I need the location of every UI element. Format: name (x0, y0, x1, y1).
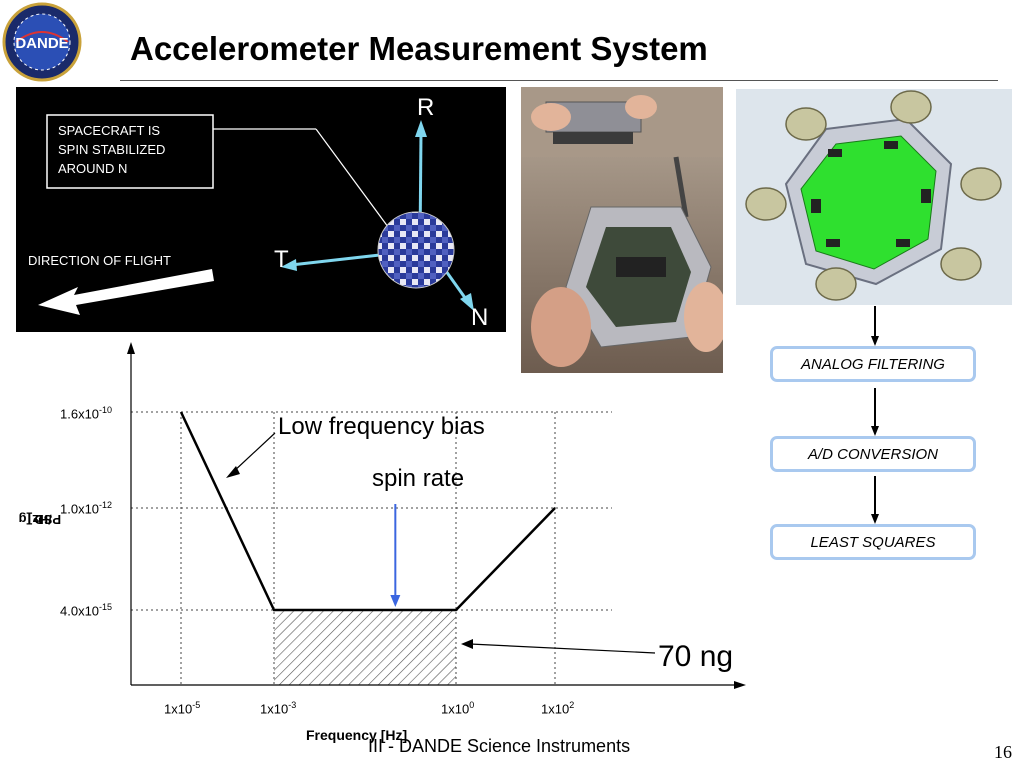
x-tick-label: 1x10-5 (164, 700, 201, 717)
hardware-photo (521, 87, 723, 373)
flight-arrow-icon (38, 269, 214, 315)
low-freq-pointer (231, 432, 276, 474)
noise-level-annotation: 70 ng (658, 640, 734, 673)
spin-rate-arrow-head (390, 595, 401, 607)
slide-title: Accelerometer Measurement System (130, 30, 708, 67)
spin-rate-annotation: spin rate (372, 465, 465, 492)
flight-direction-label: DIRECTION OF FLIGHT (28, 253, 171, 268)
x-tick-label: 1x102 (541, 700, 575, 717)
axis-t-label: T (274, 246, 289, 273)
noise-floor-band (274, 610, 456, 685)
flow-arrows (871, 306, 879, 524)
x-tick-label: 1x100 (441, 700, 475, 717)
accelerometer-cad-model (736, 89, 1012, 305)
x-axis-label: Frequency [Hz] (306, 727, 408, 743)
analog-filtering-step: ANALOG FILTERING (770, 346, 976, 382)
low-frequency-bias-annotation: Low frequency bias (278, 413, 485, 440)
y-tick-label: 1.6x10-10 (60, 405, 113, 422)
callout-line-1: SPACECRAFT IS (58, 123, 160, 138)
x-tick-label: 1x10-3 (260, 700, 297, 717)
callout-box (46, 114, 214, 189)
y-tick-label: 4.0x10-15 (60, 602, 113, 619)
least-squares-step: LEAST SQUARES (770, 524, 976, 560)
noise-pointer (469, 643, 656, 654)
y-tick-label: 1.0x10-12 (60, 500, 113, 517)
dande-logo: DANDE (2, 2, 82, 82)
title-divider (120, 80, 998, 81)
axis-n-label: N (471, 304, 488, 331)
slide-footer: III - DANDE Science Instruments (368, 736, 631, 756)
callout-line-3: AROUND N (58, 161, 127, 176)
callout-line-2: SPIN STABILIZED (58, 142, 165, 157)
svg-text:DANDE: DANDE (15, 35, 68, 52)
psd-chart (127, 342, 746, 689)
page-number: 16 (994, 742, 1012, 762)
spin-stabilization-diagram: SPACECRAFT IS SPIN STABILIZED AROUND N D… (16, 87, 506, 332)
ad-conversion-step: A/D CONVERSION (770, 436, 976, 472)
axis-r-label: R (417, 94, 434, 121)
psd-series-line (179, 411, 556, 612)
spacecraft-sphere-icon (377, 211, 455, 289)
